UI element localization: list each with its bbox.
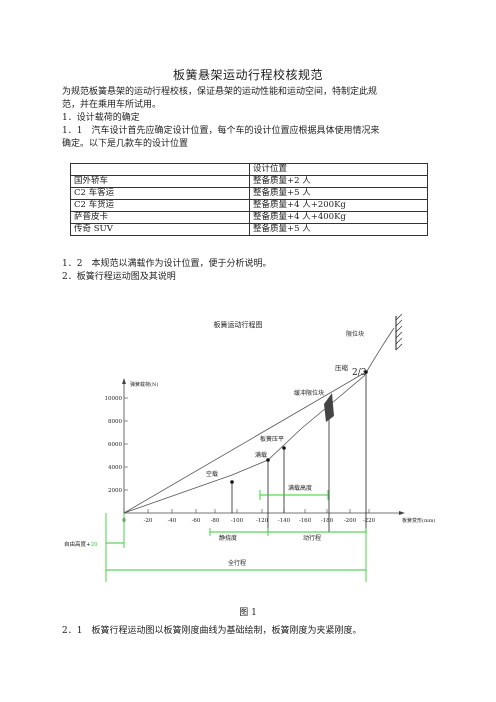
table-cell: C2 车货运 [70,199,250,212]
table-row: C2 车客运 整备质量+5 人 [70,187,428,200]
y-axis-arrow [122,378,126,384]
table-cell: 整备质量+5 人 [249,187,428,200]
section-1-1-line-1: 1．1 汽车设计首先应确定设计位置，每个车的设计位置应根据具体使用情况来 [62,126,380,136]
y-tick-label: 10000 [105,396,123,402]
table-header-cell [70,163,250,176]
table-row: 萨普皮卡 整备质量+4 人+400Kg [70,211,428,224]
x-tick-label: -40 [168,518,177,524]
limit-block-label: 限位块 [346,330,364,338]
y-tick-group: 10000 8000 6000 4000 2000 [105,396,128,494]
x-tick-label: -180 [321,518,334,524]
x-tick-label: -220 [363,518,376,524]
full-load-label: 满载 [255,451,267,459]
empty-load-label: 空载 [206,470,218,478]
page-title: 板簧悬架运动行程校核规范 [172,68,323,82]
stopper-block-icon [324,393,334,422]
intro-line-2: 范，并在乘用车所试用。 [62,100,162,110]
x-tick-label: -20 [144,518,153,524]
x-tick-label: -200 [344,518,357,524]
section-1-heading: 1．设计载荷的确定 [62,113,140,123]
clamp-label: 板簧压平 [260,435,284,443]
design-position-table: 设计位置 国外轿车 整备质量+2 人 C2 车客运 整备质量+5 人 C2 车货… [70,163,428,236]
figure-caption: 图 1 [239,608,257,618]
x-axis-label: 板簧变形(mm) [402,517,435,524]
section-2-1: 2．1 板簧行程运动图以板簧刚度曲线为基础绘制，板簧刚度为夹紧刚度。 [62,626,362,636]
stopper-label: 缓冲限位块 [294,389,324,397]
y-axis-label: 弹簧载荷(N) [130,381,158,388]
table-cell: 萨普皮卡 [70,211,250,224]
table-cell: 整备质量+5 人 [249,223,428,236]
table-cell: 传奇 SUV [70,223,250,236]
table-row: C2 车货运 整备质量+4 人+200Kg [70,199,428,212]
y-tick-label: 6000 [108,442,122,448]
figure-title: 板簧运动行程图 [214,320,263,329]
x-tick-label: -80 [211,518,220,524]
compress-label: 压缩 [335,363,349,372]
limit-block-icon [395,313,403,351]
table-cell: 国外轿车 [70,175,250,188]
section-1-2: 1．2 本规范以满载作为设计位置，便于分析说明。 [62,259,272,269]
x-tick-group: 0 -20 -40 -60 -80 -100 -120 -140 -160 -1… [122,509,376,524]
table-header-cell: 设计位置 [249,163,428,176]
x-axis-arrow [399,511,405,515]
x-tick-label: -160 [299,518,312,524]
static-deflection-label: 静挠度 [219,534,237,542]
stiffness-curve-progressive [123,327,395,514]
section-1-1-line-2: 确定。以下是几款车的设计位置 [62,139,189,149]
x-tick-label: -60 [192,518,201,524]
table-cell: 整备质量+4 人+400Kg [249,211,428,224]
compress-ratio-label: 2/3 [352,368,367,378]
section-2-heading: 2．板簧行程运动图及其说明 [62,272,176,282]
dynamic-travel-label: 动行程 [303,534,321,542]
table-cell: 整备质量+2 人 [249,175,428,188]
x-tick-label: -120 [256,518,269,524]
total-travel-label: 全行程 [228,559,246,567]
y-tick-label: 4000 [108,465,122,471]
y-tick-label: 2000 [108,488,122,494]
table-row: 国外轿车 整备质量+2 人 [70,175,428,188]
table-cell: 整备质量+4 人+200Kg [249,199,428,212]
leaf-spring-travel-diagram: 板簧运动行程图 弹簧载荷(N) 板簧变形(mm) 10000 8000 6000… [64,313,435,582]
stiffness-line-main [123,371,367,514]
table-cell: C2 车客运 [70,187,250,200]
rebound-label: 自由高度+20 [64,540,98,548]
table-row: 传奇 SUV 整备质量+5 人 [70,223,428,236]
clamp-point [282,446,286,450]
x-tick-label: -140 [278,518,291,524]
table-header-row: 设计位置 [70,163,428,176]
compress-point [364,370,368,374]
intro-line-1: 为规范板簧悬架的运动行程校核，保证悬架的运动性能和运动空间，特制定此规 [62,87,378,97]
empty-load-point [230,480,234,484]
full-height-label: 满载高度 [288,484,312,492]
x-tick-label: -100 [231,518,244,524]
y-tick-label: 8000 [108,419,122,425]
full-load-point [266,458,270,462]
